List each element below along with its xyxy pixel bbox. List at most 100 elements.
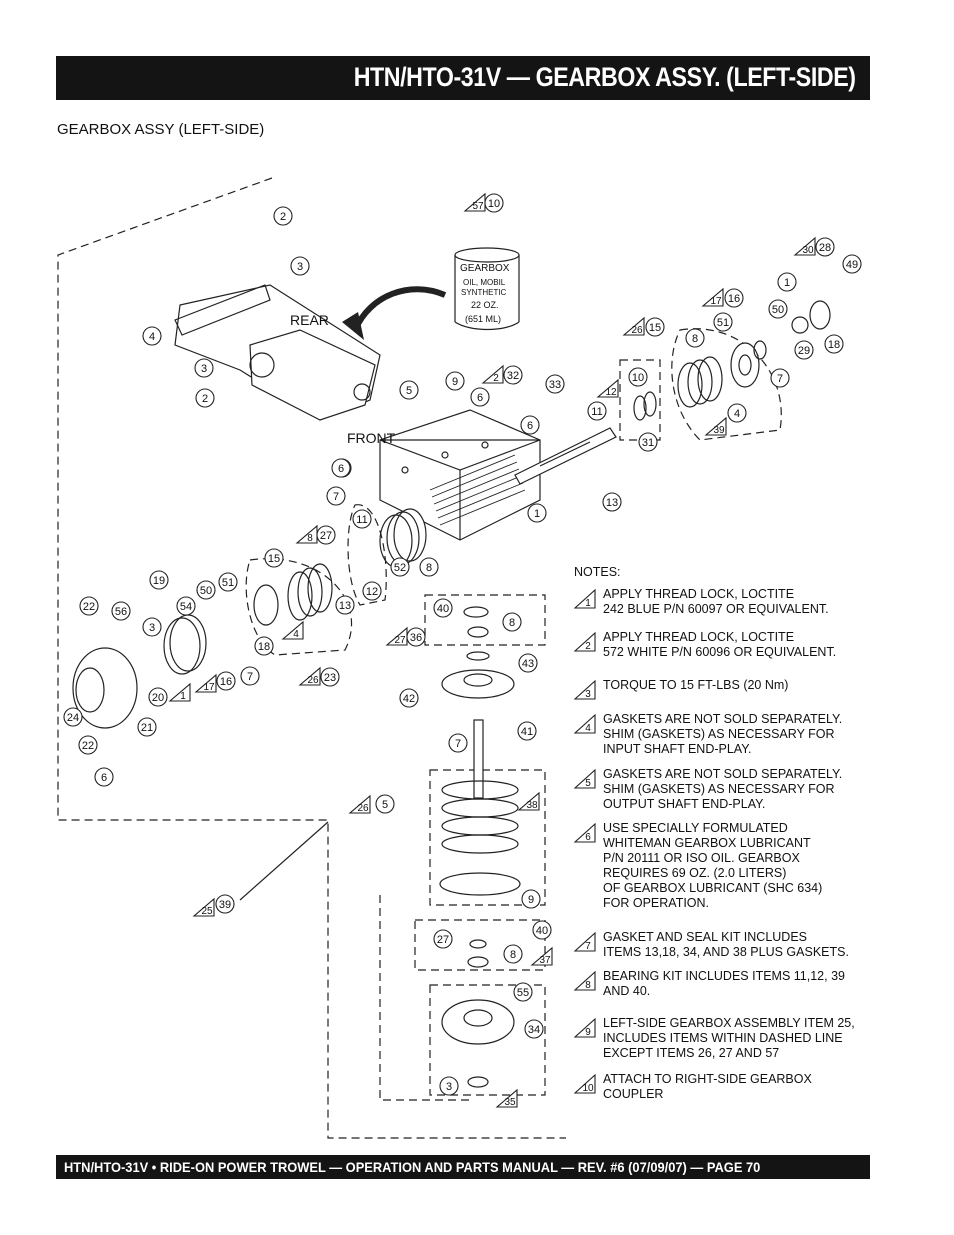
part-callout: 7 bbox=[770, 368, 790, 388]
can-label-5: (651 ML) bbox=[465, 314, 501, 324]
callout-number: 1 bbox=[784, 277, 790, 289]
callout-number: 43 bbox=[522, 658, 534, 670]
callout-circle bbox=[724, 288, 744, 308]
note-number-triangle: 7 bbox=[574, 932, 596, 952]
callout-number: 41 bbox=[521, 726, 533, 738]
note-triangle: 26 bbox=[298, 666, 321, 686]
callout-number: 2 bbox=[280, 211, 286, 223]
callout-number: 10 bbox=[632, 372, 644, 384]
part-callout: 8 bbox=[502, 612, 522, 632]
callout-number: 27 bbox=[394, 635, 406, 646]
left-parts bbox=[72, 508, 427, 729]
part-callout: 19 bbox=[149, 570, 169, 590]
callout-circle bbox=[770, 368, 790, 388]
callout-circle bbox=[513, 982, 533, 1002]
note-triangle: 17 bbox=[701, 287, 724, 307]
part-callout: 51 bbox=[218, 572, 238, 592]
note-triangle: 39 bbox=[704, 416, 727, 436]
callout-circle bbox=[352, 509, 372, 529]
callout-number: 13 bbox=[339, 600, 351, 612]
callout-circle bbox=[448, 733, 468, 753]
part-callout: 9 bbox=[445, 371, 465, 391]
callout-number: 27 bbox=[437, 934, 449, 946]
callout-number: 11 bbox=[591, 406, 602, 418]
callout-number: 1 bbox=[534, 508, 540, 520]
note-triangle: 35 bbox=[495, 1088, 518, 1108]
callout-number: 8 bbox=[307, 533, 313, 544]
part-callout: 7 bbox=[326, 486, 346, 506]
callout-circle bbox=[602, 492, 622, 512]
note-triangle: 38 bbox=[517, 791, 540, 811]
callout-number: 29 bbox=[798, 345, 810, 357]
callout-number: 17 bbox=[710, 296, 722, 307]
callout-circle bbox=[433, 598, 453, 618]
part-callout: 24 bbox=[63, 707, 83, 727]
svg-text:3: 3 bbox=[585, 689, 591, 700]
gearbox-housing bbox=[379, 409, 541, 541]
part-callout: 49 bbox=[842, 254, 862, 274]
svg-text:1: 1 bbox=[585, 598, 591, 609]
callout-number: 33 bbox=[549, 379, 561, 391]
part-callout: 31 bbox=[638, 432, 658, 452]
part-callout: 18 bbox=[254, 636, 274, 656]
callout-circle bbox=[142, 326, 162, 346]
callout-number: 10 bbox=[488, 198, 500, 210]
part-callout: 34 bbox=[524, 1019, 544, 1039]
part-callout: 43 bbox=[518, 653, 538, 673]
callout-circle bbox=[78, 735, 98, 755]
note-triangle: 2 bbox=[481, 364, 504, 384]
note-triangle: 8 bbox=[295, 524, 318, 544]
diagram-subtitle: GEARBOX ASSY (LEFT-SIDE) bbox=[57, 121, 265, 138]
part-callout: 50 bbox=[768, 299, 788, 319]
part-callout: 6 bbox=[470, 387, 490, 407]
part-callout: 16 bbox=[216, 671, 236, 691]
callout-circle bbox=[518, 653, 538, 673]
callout-number: 26 bbox=[631, 325, 643, 336]
part-callout: 27 bbox=[433, 929, 453, 949]
oil-can bbox=[454, 247, 520, 331]
part-callout: 7 bbox=[240, 666, 260, 686]
note-triangle: 26 bbox=[622, 316, 645, 336]
callout-circle bbox=[527, 503, 547, 523]
callout-circle bbox=[111, 601, 131, 621]
note-triangle-shape bbox=[701, 287, 724, 307]
callout-number: 12 bbox=[605, 387, 617, 398]
note-triangle-shape bbox=[481, 364, 504, 384]
part-callout: 12 bbox=[362, 581, 382, 601]
note-triangle-shape bbox=[192, 897, 215, 917]
part-callout: 13 bbox=[602, 492, 622, 512]
callout-circle bbox=[433, 929, 453, 949]
callout-number: 27 bbox=[320, 530, 332, 542]
callout-circle bbox=[815, 237, 835, 257]
callout-number: 19 bbox=[153, 575, 165, 587]
front-label: FRONT bbox=[347, 430, 396, 446]
callout-number: 3 bbox=[446, 1081, 452, 1093]
callout-circle bbox=[503, 365, 523, 385]
callout-group: 2343259232633667618271115125281319225654… bbox=[63, 192, 862, 1108]
part-callout: 39 bbox=[215, 894, 235, 914]
svg-text:5: 5 bbox=[585, 778, 591, 789]
callout-circle bbox=[63, 707, 83, 727]
part-callout: 40 bbox=[532, 920, 552, 940]
note-triangle: 27 bbox=[385, 626, 408, 646]
callout-number: 12 bbox=[366, 586, 378, 598]
note-triangle: 4 bbox=[281, 620, 304, 640]
callout-number: 8 bbox=[510, 949, 516, 961]
callout-circle bbox=[419, 557, 439, 577]
callout-number: 24 bbox=[67, 712, 79, 724]
callout-number: 26 bbox=[357, 803, 369, 814]
part-callout: 22 bbox=[78, 735, 98, 755]
callout-number: 52 bbox=[394, 562, 406, 574]
callout-circle bbox=[137, 717, 157, 737]
callout-circle bbox=[362, 581, 382, 601]
callout-circle bbox=[587, 401, 607, 421]
part-callout: 52 bbox=[390, 557, 410, 577]
callout-circle bbox=[503, 944, 523, 964]
callout-circle bbox=[777, 272, 797, 292]
can-label-3: SYNTHETIC bbox=[461, 288, 507, 297]
callout-number: 18 bbox=[828, 339, 840, 351]
part-callout: 11 bbox=[352, 509, 372, 529]
callout-number: 17 bbox=[203, 682, 215, 693]
part-callout: 3 bbox=[439, 1076, 459, 1096]
